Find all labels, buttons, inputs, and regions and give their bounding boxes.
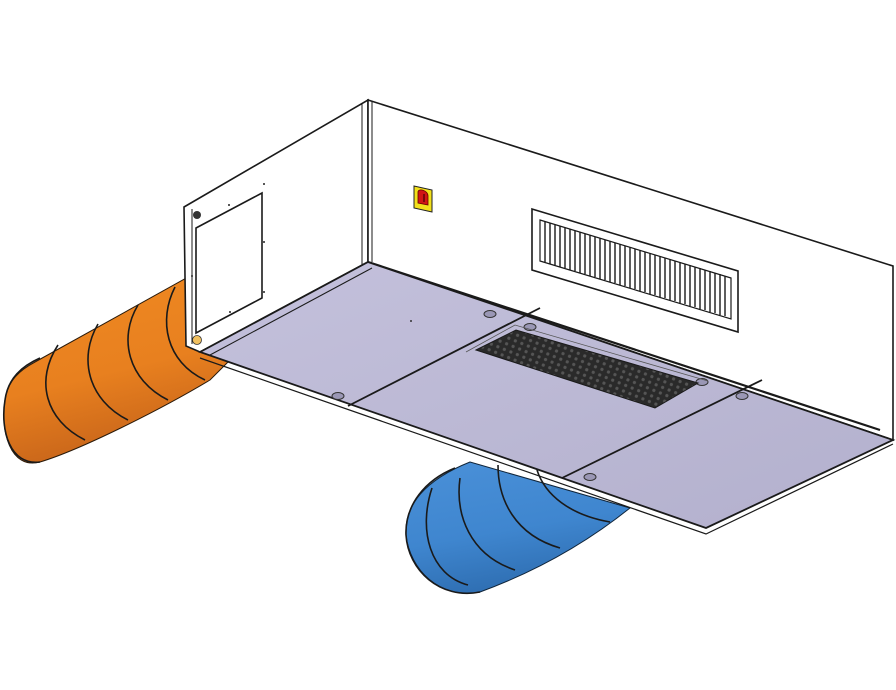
bottom-panels [197,261,896,535]
bottom-panel-divider [347,307,541,407]
bottom-panel-divider [561,379,763,479]
side-louvre-grille [531,207,739,334]
end-access-panel [191,183,265,345]
louvre-slats [544,222,726,316]
bottom-perforated-grille [465,324,709,409]
orange-flex-duct [3,275,231,464]
screw-icon [193,211,201,219]
isolator-switch[interactable] [413,185,433,213]
blue-flex-duct [405,461,632,595]
indicator-lamp-icon [192,335,202,345]
